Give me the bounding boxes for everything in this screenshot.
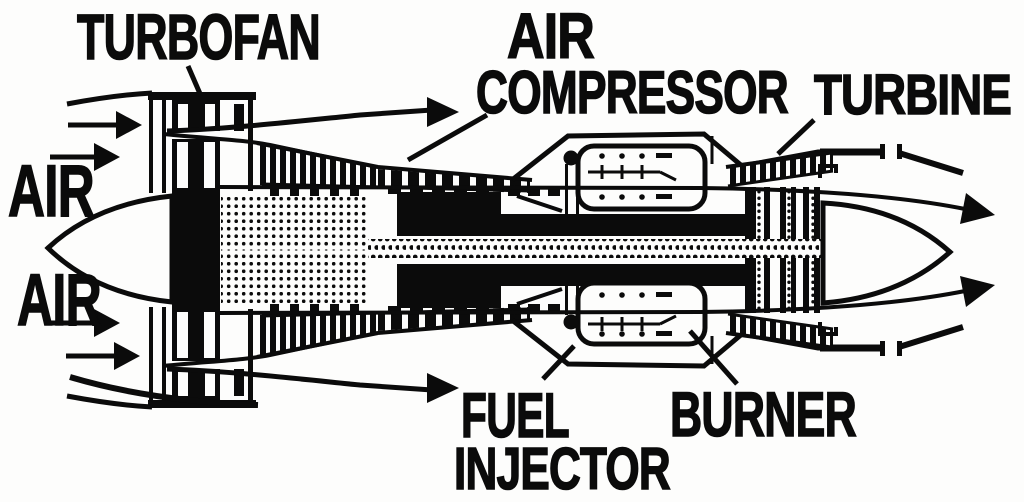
- turbofan-leader-line: [185, 65, 204, 97]
- fuel-feed-line-top: [516, 194, 563, 213]
- fuel-injector-label-line1: FUEL: [461, 381, 569, 451]
- turbofan-fan-section: [148, 92, 256, 250]
- fuel-injector-label-line2: INJECTOR: [454, 436, 670, 502]
- bypass-flow-arrow: [166, 97, 459, 134]
- burner-can-top: [516, 143, 708, 217]
- intake-lip: [66, 90, 153, 107]
- turbine-section: [745, 187, 820, 250]
- lp-shaft-drum: [221, 197, 368, 250]
- nozzle-flap: [898, 150, 964, 176]
- air-compressor-label-line1: AIR: [507, 0, 594, 72]
- air-label-bottom: AIR: [17, 260, 101, 341]
- fuel-injector-nozzle-bottom: [563, 314, 579, 330]
- intake-lip-bottom: [69, 374, 259, 408]
- burner-label: BURNER: [670, 380, 856, 450]
- air-compressor-label-line2: COMPRESSOR: [476, 59, 788, 126]
- fuel-feed-line-bottom: [516, 287, 563, 306]
- compressor-leader-line: [406, 112, 489, 163]
- exhaust-arrow-top: [218, 185, 995, 224]
- exhaust-arrow-bottom: [218, 276, 995, 315]
- turbine-shroud-band: [725, 150, 836, 188]
- burner-leader-line: [688, 329, 739, 386]
- fuel-injector-leader-line: [541, 344, 576, 381]
- turbine-leader-line: [776, 118, 816, 156]
- engine-shaft: [368, 239, 823, 258]
- fuel-injector-nozzle-top: [563, 150, 579, 166]
- air-label-top: AIR: [8, 151, 94, 232]
- tail-cone: [820, 200, 954, 306]
- turbine-label: TURBINE: [814, 63, 1011, 127]
- air-intake-arrow-1: [68, 111, 142, 139]
- turbofan-label: TURBOFAN: [77, 1, 320, 73]
- nose-cone: [44, 193, 175, 305]
- air-intake-arrow-2: [50, 143, 120, 171]
- air-intake-arrow-3: [50, 309, 120, 337]
- core-casing-blocks: [397, 188, 747, 236]
- air-intake-arrow-4: [66, 342, 140, 370]
- turbine-exit-bracket: [818, 164, 838, 178]
